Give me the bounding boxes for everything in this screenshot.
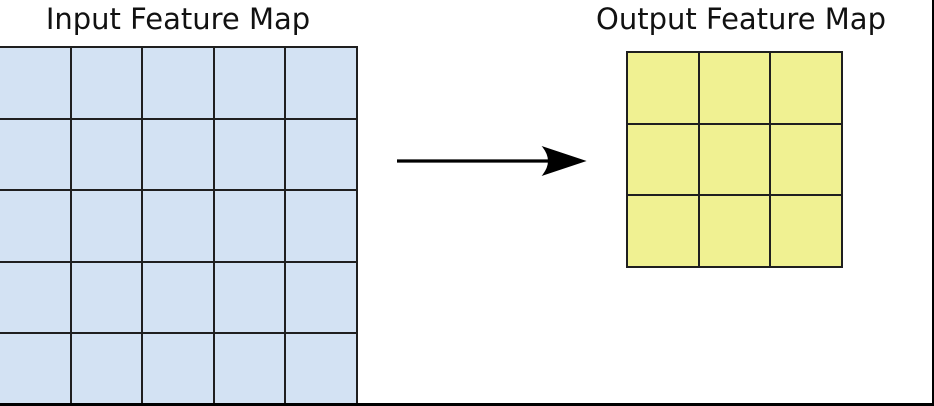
- grid-cell: [0, 119, 70, 190]
- grid-cell: [71, 191, 142, 261]
- grid-cell: [286, 334, 356, 403]
- grid-cell: [699, 53, 770, 123]
- grid-cell: [143, 334, 213, 403]
- grid-cell: [214, 191, 285, 261]
- grid-cell: [143, 119, 213, 190]
- right-arrow-icon: [397, 145, 587, 177]
- input-feature-map-grid: [0, 46, 358, 403]
- grid-cell: [214, 119, 285, 190]
- output-feature-map-grid: [626, 51, 843, 268]
- grid-cell: [0, 191, 70, 261]
- grid-cell: [628, 53, 698, 123]
- grid-cell: [286, 262, 356, 333]
- grid-cell: [771, 53, 841, 123]
- grid-cell: [214, 334, 285, 403]
- grid-cell: [143, 48, 213, 118]
- grid-cell: [628, 124, 698, 195]
- grid-cell: [628, 196, 698, 266]
- grid-cell: [771, 124, 841, 195]
- grid-cell: [0, 334, 70, 403]
- grid-cell: [71, 119, 142, 190]
- grid-cell: [771, 196, 841, 266]
- grid-cell: [286, 48, 356, 118]
- grid-cell: [71, 48, 142, 118]
- grid-cell: [71, 334, 142, 403]
- grid-cell: [699, 124, 770, 195]
- grid-cell: [143, 262, 213, 333]
- grid-cell: [71, 262, 142, 333]
- grid-cell: [0, 262, 70, 333]
- grid-cell: [286, 119, 356, 190]
- grid-cell: [143, 191, 213, 261]
- grid-cell: [286, 191, 356, 261]
- grid-cell: [699, 196, 770, 266]
- grid-cell: [214, 48, 285, 118]
- input-feature-map-title: Input Feature Map: [45, 2, 311, 36]
- grid-cell: [214, 262, 285, 333]
- output-feature-map-title: Output Feature Map: [596, 2, 886, 36]
- grid-cell: [0, 48, 70, 118]
